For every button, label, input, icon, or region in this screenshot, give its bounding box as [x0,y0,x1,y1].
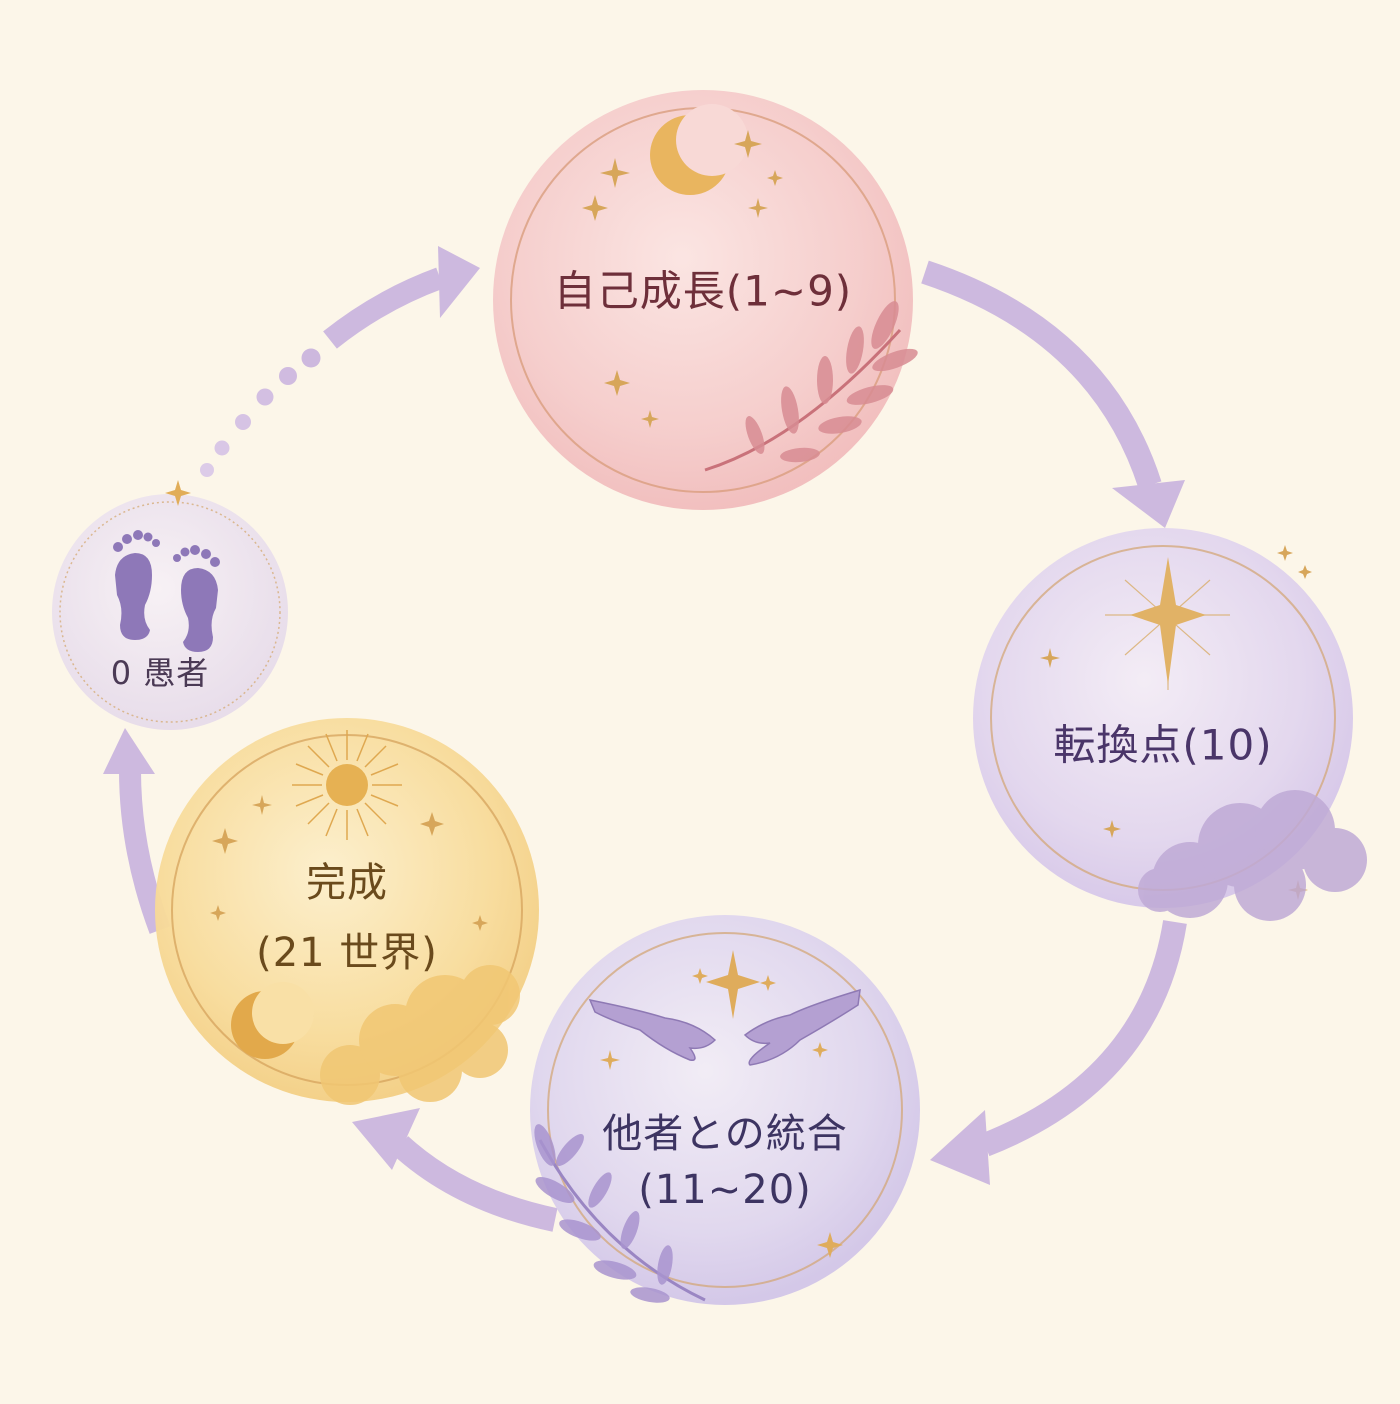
crescent-moon-icon [231,982,314,1059]
self-growth-label: 自己成長(1~9) [553,266,853,316]
integration-label-line1: 他者との統合 [602,1111,848,1157]
cloud-icon [1138,790,1367,921]
stage-self-growth [493,90,918,510]
integration-label-line2: (11~20) [638,1167,812,1213]
arrow-completion-to-fool [103,728,171,934]
stage-completion [155,718,539,1105]
completion-label-line2: (21 世界) [256,930,438,976]
turning-point-label: 転換点(10) [1053,720,1273,770]
small-star-icon [165,480,191,506]
four-point-star-icon [1105,557,1230,690]
arrow-growth-to-turn [921,260,1185,528]
integration-label: 他者との統合 (11~20) [602,1106,848,1218]
leaf-branch-icon [704,301,918,472]
reaching-hands-icon [588,988,861,1066]
star-icon [600,950,843,1258]
sparkle-icon [582,130,783,428]
completion-label: 完成 (21 世界) [256,848,438,988]
fool-label: 0 愚者 [110,654,210,692]
leaf-branch-icon [534,1124,706,1303]
cycle-arrows [103,246,1187,1232]
stage-turning-point [973,528,1367,921]
arrow-integration-to-completion [352,1108,558,1232]
cloud-icon [320,965,520,1105]
stage-fool [52,480,288,730]
arrow-turn-to-integration [930,920,1187,1185]
sun-icon [292,730,402,840]
completion-label-line1: 完成 [305,860,388,906]
stage-integration [530,915,920,1305]
crescent-moon-icon [650,104,748,195]
arrow-fool-to-growth [200,246,480,477]
footprints-icon [113,530,220,652]
